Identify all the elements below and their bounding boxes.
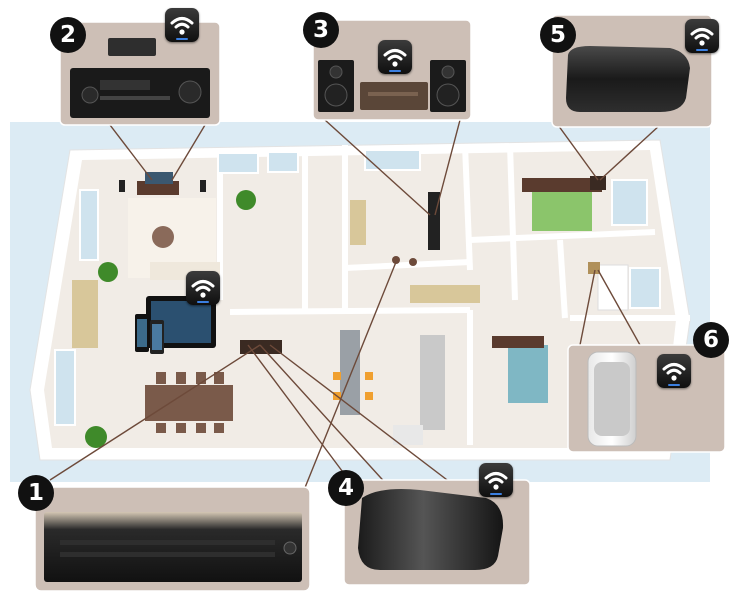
wireless-speaker-compact bbox=[587, 351, 637, 447]
plant-icon bbox=[85, 190, 256, 448]
wifi-icon bbox=[378, 40, 412, 74]
stove bbox=[393, 425, 423, 445]
bookshelf bbox=[72, 280, 98, 348]
wall-speaker-bath bbox=[588, 262, 600, 274]
zone-badge-2: 2 bbox=[50, 17, 86, 53]
callout-panel-zone-2[interactable] bbox=[59, 21, 221, 126]
wireless-speaker-large bbox=[358, 489, 504, 570]
wifi-icon bbox=[657, 354, 691, 388]
tv-cabinet bbox=[137, 181, 179, 195]
callout-panel-zone-4[interactable] bbox=[343, 479, 531, 586]
wireless-speaker-medium bbox=[566, 46, 690, 112]
zone-badge-4: 4 bbox=[328, 470, 364, 506]
zone-badge-6: 6 bbox=[693, 322, 729, 358]
wifi-icon bbox=[186, 271, 220, 305]
hallway-bench bbox=[410, 285, 480, 303]
phone-icon bbox=[135, 314, 164, 354]
kitchen-island bbox=[340, 330, 360, 415]
network-audio-receiver bbox=[44, 512, 302, 582]
tv-screen bbox=[145, 172, 173, 184]
bed-teal-headboard bbox=[492, 336, 544, 348]
network-player-small bbox=[108, 38, 156, 56]
plan-device-zone5 bbox=[590, 176, 606, 190]
plan-node-office bbox=[409, 258, 417, 266]
speaker-left-small bbox=[119, 180, 125, 192]
callout-panel-zone-1[interactable] bbox=[34, 486, 311, 592]
interior-walls bbox=[217, 144, 690, 445]
bathtub bbox=[597, 264, 629, 311]
bed-green-headboard bbox=[522, 178, 602, 192]
bed-green bbox=[532, 185, 592, 231]
dining-chairs bbox=[156, 372, 224, 433]
wifi-icon bbox=[165, 8, 199, 42]
zone-badge-3: 3 bbox=[303, 12, 339, 48]
coffee-table bbox=[152, 226, 174, 248]
stereo-amplifier bbox=[360, 82, 428, 110]
plan-node-zone3 bbox=[392, 256, 400, 264]
kitchen-counter bbox=[420, 335, 445, 430]
bookshelf-speaker-right bbox=[430, 60, 466, 112]
zone-badge-1: 1 bbox=[18, 475, 54, 511]
speaker-right-small bbox=[200, 180, 206, 192]
windows bbox=[54, 149, 661, 426]
wifi-icon bbox=[685, 19, 719, 53]
av-receiver bbox=[70, 68, 210, 118]
connector-lines bbox=[49, 119, 661, 511]
bed-teal bbox=[508, 345, 548, 403]
bookshelf-speaker-left bbox=[318, 60, 354, 112]
zone-badge-5: 5 bbox=[540, 17, 576, 53]
wifi-icon bbox=[479, 463, 513, 497]
house-floorplan bbox=[29, 139, 691, 461]
callout-panel-zone-5[interactable] bbox=[551, 14, 713, 128]
callout-panel-zone-6[interactable] bbox=[567, 344, 726, 453]
desk bbox=[350, 200, 366, 245]
